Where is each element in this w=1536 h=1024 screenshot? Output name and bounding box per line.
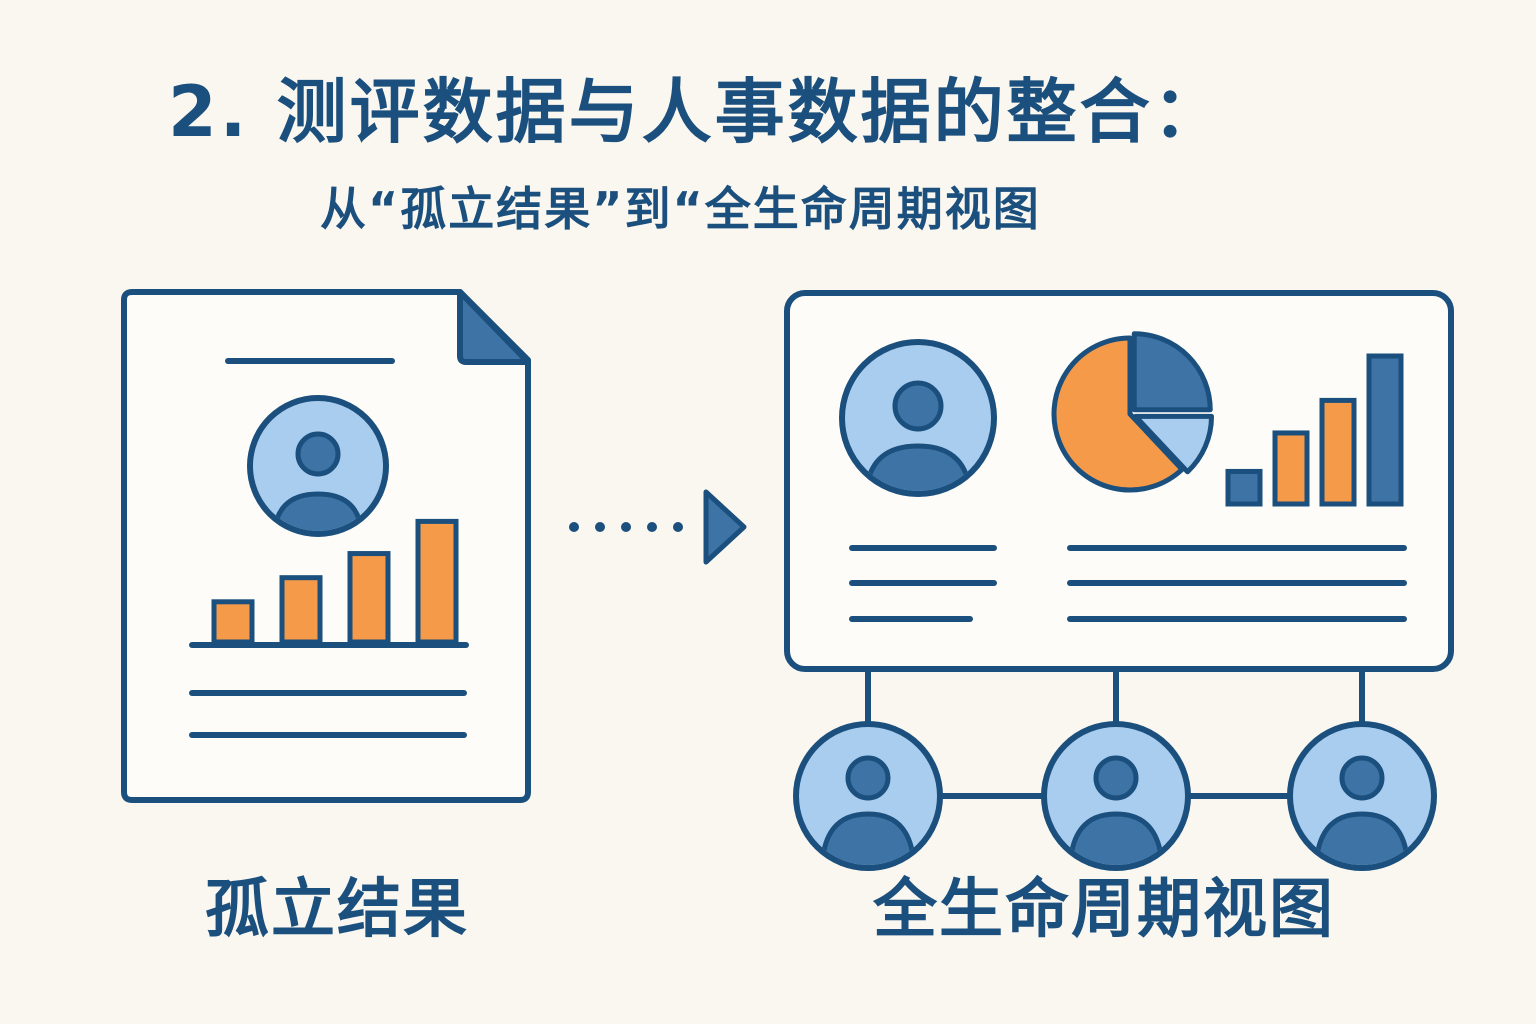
bar <box>211 599 255 645</box>
person-icon <box>793 721 943 871</box>
document-icon <box>121 289 531 803</box>
lifecycle-view-caption: 全生命周期视图 <box>873 873 1335 947</box>
isolated-result-caption: 孤立结果 <box>205 873 469 947</box>
page-subtitle: 从“孤立结果”到“全生命周期视图 <box>320 182 1041 236</box>
bar <box>1319 397 1357 507</box>
bar-chart <box>211 518 459 645</box>
bar <box>279 575 323 645</box>
pie-slice <box>1051 335 1185 493</box>
lifecycle-dashboard <box>784 290 1454 871</box>
pie-chart <box>1051 331 1215 493</box>
person-icon <box>1041 721 1191 871</box>
document-fold <box>457 289 531 365</box>
isolated-result-document <box>121 289 531 803</box>
bar <box>1272 430 1310 507</box>
person-icon <box>247 395 389 537</box>
bar <box>415 518 459 645</box>
bar <box>1225 468 1263 507</box>
person-icon <box>1287 721 1437 871</box>
bar-chart <box>1225 353 1404 507</box>
pie-slice <box>1131 331 1213 413</box>
dotted-arrow-icon <box>569 489 747 565</box>
bar <box>1366 353 1404 507</box>
page-title: 2. 测评数据与人事数据的整合： <box>168 71 1226 153</box>
connected-people <box>793 721 1437 871</box>
person-icon <box>839 339 997 497</box>
pie-slice <box>1133 413 1215 475</box>
bar <box>347 551 391 645</box>
